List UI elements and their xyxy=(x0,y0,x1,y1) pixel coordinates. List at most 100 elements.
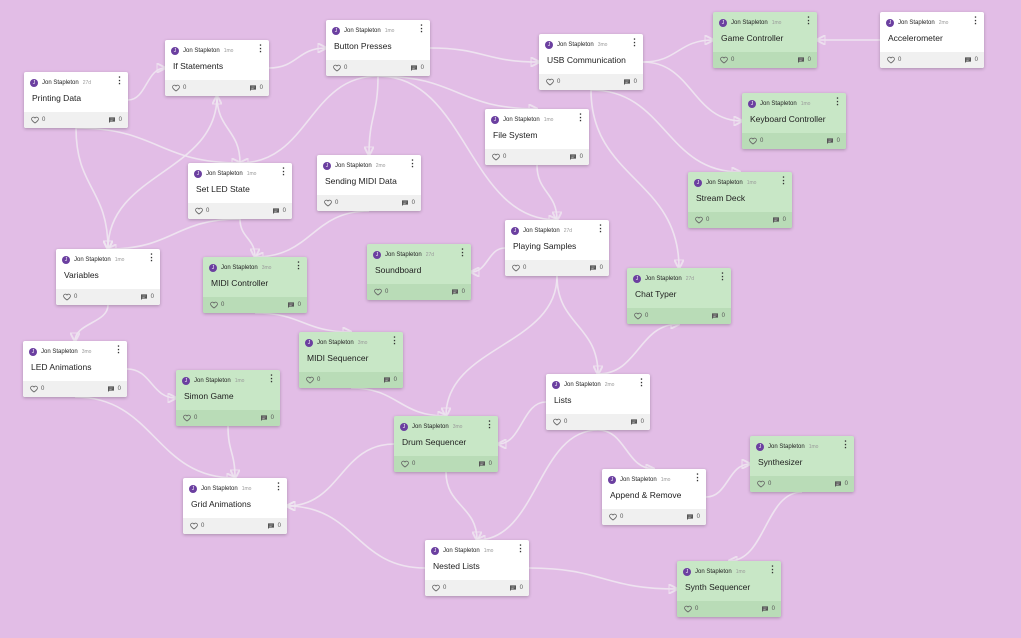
more-options-icon[interactable]: ⋮ xyxy=(408,158,417,168)
avatar[interactable]: J xyxy=(305,339,313,347)
like-button[interactable]: 0 xyxy=(512,264,526,272)
avatar[interactable]: J xyxy=(29,348,37,356)
like-button[interactable]: 0 xyxy=(634,312,648,320)
avatar[interactable]: J xyxy=(171,47,179,55)
avatar[interactable]: J xyxy=(400,423,408,431)
avatar[interactable]: J xyxy=(332,27,340,35)
comment-button[interactable]: 0 xyxy=(267,522,281,530)
comment-button[interactable]: 0 xyxy=(401,199,415,207)
comment-button[interactable]: 0 xyxy=(140,293,154,301)
avatar[interactable]: J xyxy=(552,381,560,389)
like-button[interactable]: 0 xyxy=(172,84,186,92)
avatar[interactable]: J xyxy=(62,256,70,264)
like-button[interactable]: 0 xyxy=(374,288,388,296)
avatar[interactable]: J xyxy=(545,41,553,49)
more-options-icon[interactable]: ⋮ xyxy=(637,377,646,387)
like-button[interactable]: 0 xyxy=(324,199,338,207)
more-options-icon[interactable]: ⋮ xyxy=(833,96,842,106)
more-options-icon[interactable]: ⋮ xyxy=(294,260,303,270)
like-button[interactable]: 0 xyxy=(749,137,763,145)
comment-button[interactable]: 0 xyxy=(451,288,465,296)
comment-button[interactable]: 0 xyxy=(589,264,603,272)
more-options-icon[interactable]: ⋮ xyxy=(693,472,702,482)
comment-button[interactable]: 0 xyxy=(249,84,263,92)
avatar[interactable]: J xyxy=(373,251,381,259)
avatar[interactable]: J xyxy=(756,443,764,451)
more-options-icon[interactable]: ⋮ xyxy=(256,43,265,53)
more-options-icon[interactable]: ⋮ xyxy=(417,23,426,33)
more-options-icon[interactable]: ⋮ xyxy=(768,564,777,574)
avatar[interactable]: J xyxy=(886,19,894,27)
like-button[interactable]: 0 xyxy=(195,207,209,215)
more-options-icon[interactable]: ⋮ xyxy=(390,335,399,345)
avatar[interactable]: J xyxy=(30,79,38,87)
avatar[interactable]: J xyxy=(748,100,756,108)
avatar[interactable]: J xyxy=(633,275,641,283)
like-button[interactable]: 0 xyxy=(553,418,567,426)
more-options-icon[interactable]: ⋮ xyxy=(274,481,283,491)
comment-button[interactable]: 0 xyxy=(410,64,424,72)
more-options-icon[interactable]: ⋮ xyxy=(485,419,494,429)
avatar[interactable]: J xyxy=(719,19,727,27)
like-button[interactable]: 0 xyxy=(757,480,771,488)
more-options-icon[interactable]: ⋮ xyxy=(458,247,467,257)
more-options-icon[interactable]: ⋮ xyxy=(516,543,525,553)
more-options-icon[interactable]: ⋮ xyxy=(779,175,788,185)
comment-button[interactable]: 0 xyxy=(107,385,121,393)
comment-button[interactable]: 0 xyxy=(108,116,122,124)
comment-button[interactable]: 0 xyxy=(711,312,725,320)
comment-button[interactable]: 0 xyxy=(826,137,840,145)
more-options-icon[interactable]: ⋮ xyxy=(115,75,124,85)
like-button[interactable]: 0 xyxy=(609,513,623,521)
avatar[interactable]: J xyxy=(511,227,519,235)
avatar[interactable]: J xyxy=(491,116,499,124)
like-button[interactable]: 0 xyxy=(30,385,44,393)
like-button[interactable]: 0 xyxy=(31,116,45,124)
comment-button[interactable]: 0 xyxy=(630,418,644,426)
comment-button[interactable]: 0 xyxy=(761,605,775,613)
like-button[interactable]: 0 xyxy=(306,376,320,384)
comment-button[interactable]: 0 xyxy=(834,480,848,488)
avatar[interactable]: J xyxy=(608,476,616,484)
comment-button[interactable]: 0 xyxy=(260,414,274,422)
like-button[interactable]: 0 xyxy=(401,460,415,468)
like-button[interactable]: 0 xyxy=(492,153,506,161)
avatar[interactable]: J xyxy=(431,547,439,555)
like-button[interactable]: 0 xyxy=(684,605,698,613)
more-options-icon[interactable]: ⋮ xyxy=(971,15,980,25)
comment-button[interactable]: 0 xyxy=(272,207,286,215)
like-button[interactable]: 0 xyxy=(333,64,347,72)
comment-button[interactable]: 0 xyxy=(287,301,301,309)
like-button[interactable]: 0 xyxy=(546,78,560,86)
like-button[interactable]: 0 xyxy=(63,293,77,301)
more-options-icon[interactable]: ⋮ xyxy=(841,439,850,449)
like-button[interactable]: 0 xyxy=(887,56,901,64)
avatar[interactable]: J xyxy=(194,170,202,178)
avatar[interactable]: J xyxy=(694,179,702,187)
avatar[interactable]: J xyxy=(182,377,190,385)
like-button[interactable]: 0 xyxy=(190,522,204,530)
comment-button[interactable]: 0 xyxy=(623,78,637,86)
like-button[interactable]: 0 xyxy=(183,414,197,422)
more-options-icon[interactable]: ⋮ xyxy=(279,166,288,176)
like-button[interactable]: 0 xyxy=(432,584,446,592)
